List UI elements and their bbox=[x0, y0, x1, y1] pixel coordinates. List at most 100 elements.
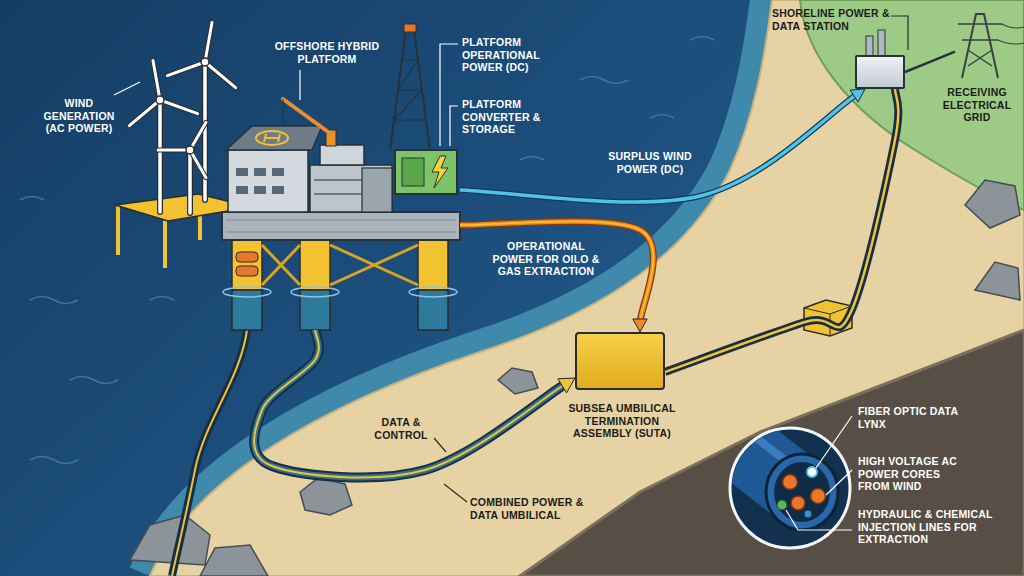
connector-line bbox=[254, 330, 566, 477]
connector-line bbox=[254, 330, 566, 477]
jacket-leg bbox=[163, 220, 167, 268]
cable-inset bbox=[720, 410, 852, 548]
leg-bracing bbox=[262, 245, 418, 285]
tower bbox=[158, 100, 162, 212]
wind-farm-node: WIND GENERATION (AC POWER) bbox=[120, 55, 212, 233]
rocks bbox=[130, 180, 1020, 576]
leader-line bbox=[434, 438, 446, 452]
cable-stripe bbox=[172, 330, 247, 576]
window bbox=[272, 186, 284, 194]
derrick-crown bbox=[404, 24, 416, 32]
spare-umbilical bbox=[172, 330, 247, 576]
water-ring bbox=[291, 287, 339, 297]
leg-upper bbox=[418, 238, 448, 290]
chemical-line bbox=[804, 510, 812, 518]
arrow-head bbox=[850, 89, 865, 102]
hub bbox=[201, 58, 209, 66]
blades bbox=[167, 23, 235, 88]
process-module bbox=[310, 165, 392, 212]
seabed-slope bbox=[520, 330, 1024, 576]
deck-railing bbox=[226, 220, 456, 232]
derrick-lattice bbox=[394, 60, 426, 120]
callout-label: COMBINED POWER & DATA UMBILICAL bbox=[470, 496, 594, 521]
callout-label: DATA & CONTROL bbox=[370, 416, 432, 441]
rock bbox=[975, 262, 1020, 300]
hub bbox=[156, 96, 164, 104]
window bbox=[272, 168, 284, 176]
wave bbox=[580, 77, 628, 84]
callout-label: PLATFORM OPERATIONAL POWER (DC) bbox=[462, 36, 554, 74]
pylon-arms bbox=[958, 24, 1002, 66]
derrick bbox=[390, 30, 430, 150]
fiber-core bbox=[807, 467, 817, 477]
callout-label: PLATFORM CONVERTER & STORAGE bbox=[462, 98, 554, 136]
battery-storage bbox=[402, 158, 424, 186]
window bbox=[236, 186, 248, 194]
platform-node: OFFSHORE HYBRID PLATFORM bbox=[222, 95, 460, 330]
grid-connection bbox=[905, 52, 955, 72]
chimney bbox=[866, 36, 873, 56]
crane-hook bbox=[283, 99, 284, 124]
wave bbox=[650, 115, 674, 119]
jacket-leg bbox=[116, 206, 120, 255]
tower bbox=[157, 100, 163, 212]
hydraulic-line bbox=[777, 500, 787, 510]
power-symbol bbox=[432, 156, 448, 188]
connector-line bbox=[460, 221, 653, 322]
water-ring bbox=[223, 287, 271, 297]
leader-line bbox=[891, 16, 908, 50]
hub bbox=[186, 146, 194, 154]
cable-sheath bbox=[766, 454, 838, 530]
power-core bbox=[783, 475, 798, 490]
rock bbox=[965, 180, 1020, 228]
connector-line bbox=[905, 52, 955, 72]
cable-filler bbox=[774, 462, 830, 522]
umbilical-cable bbox=[254, 330, 575, 477]
seabed-sand bbox=[150, 0, 1024, 576]
suta-box: SUBSEA UMBILICAL TERMINATION ASSEMBLY (S… bbox=[575, 332, 665, 390]
blades bbox=[158, 122, 206, 177]
leader-line bbox=[826, 470, 852, 495]
chimney bbox=[878, 30, 885, 56]
operational-power-arrow bbox=[460, 221, 653, 332]
wave bbox=[30, 457, 78, 464]
power-export-arrow bbox=[460, 89, 865, 202]
leader-line bbox=[114, 82, 140, 95]
cable bbox=[172, 330, 247, 576]
turbine bbox=[158, 122, 206, 213]
window bbox=[254, 168, 266, 176]
cable-section bbox=[720, 410, 838, 530]
rock bbox=[498, 368, 538, 394]
station-detail bbox=[866, 30, 885, 56]
leader-line bbox=[440, 44, 458, 146]
connector-line bbox=[665, 89, 898, 372]
helipad-ring bbox=[256, 131, 288, 145]
crane-boom bbox=[283, 99, 331, 134]
blades bbox=[158, 122, 206, 177]
node-label: OFFSHORE HYBRID PLATFORM bbox=[267, 40, 387, 65]
node-label: SUBSEA UMBILICAL TERMINATION ASSEMBLY (S… bbox=[560, 402, 684, 440]
blades bbox=[129, 61, 197, 126]
leader-line bbox=[299, 70, 300, 100]
power-lines bbox=[998, 24, 1024, 44]
leg-upper bbox=[232, 238, 262, 290]
helipad-mark bbox=[264, 134, 280, 142]
accommodation-block bbox=[228, 150, 308, 212]
power-core bbox=[811, 489, 826, 504]
tower bbox=[187, 150, 193, 213]
export-cable bbox=[665, 89, 898, 372]
power-core bbox=[791, 496, 805, 510]
leader-line bbox=[816, 416, 852, 468]
leg-upper bbox=[300, 238, 330, 290]
pylon bbox=[958, 14, 1024, 78]
process-module bbox=[362, 168, 392, 212]
wave bbox=[150, 297, 174, 301]
edge-label: OPERATIONAL POWER FOR OILO & GAS EXTRACT… bbox=[492, 240, 600, 278]
leader-line bbox=[444, 484, 467, 502]
blades bbox=[129, 61, 197, 126]
connector-line bbox=[665, 89, 898, 372]
inset-label: HYDRAULIC & CHEMICAL INJECTION LINES FOR… bbox=[858, 508, 1016, 546]
leader-line bbox=[786, 510, 852, 530]
